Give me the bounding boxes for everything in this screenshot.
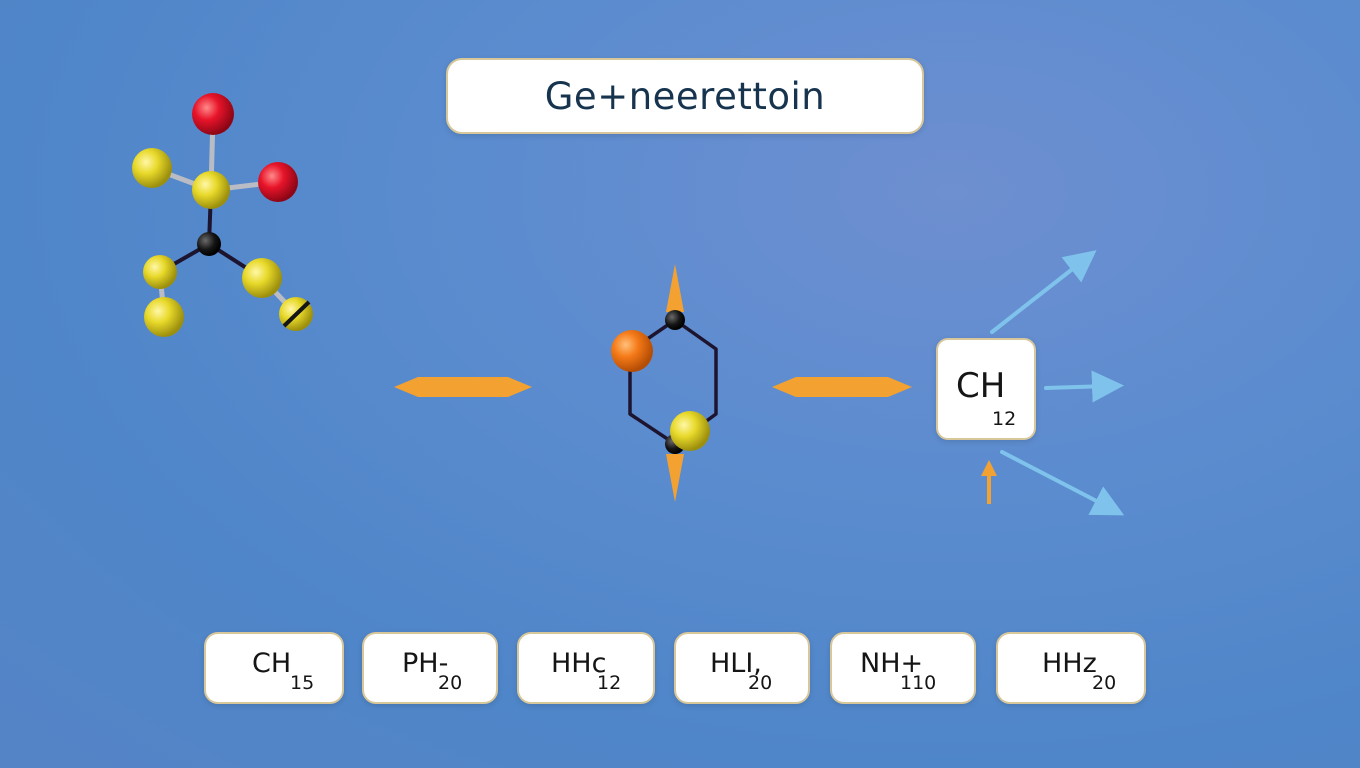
ring-structure [611, 264, 718, 502]
ring-atom-black-top [665, 310, 685, 330]
orange-arrow-up [666, 264, 684, 312]
blue-arrow-down-right [1000, 450, 1125, 516]
main-formula-subscript: 12 [992, 408, 1017, 430]
compound-card: NH+ 110 [830, 632, 976, 704]
compound-subscript: 15 [290, 672, 315, 694]
compound-formula: HLI, [710, 648, 762, 679]
atom-red-right [258, 162, 298, 202]
atom-yellow-center [192, 171, 230, 209]
page-title: Ge+neerettoin [544, 74, 826, 118]
atom-yellow-lower-right [242, 258, 282, 298]
atom-red-top [192, 93, 234, 135]
atom-yellow-bottom-left [144, 297, 184, 337]
compound-card: PH- 20 [362, 632, 498, 704]
orange-double-arrow-left [394, 377, 532, 397]
compound-subscript: 12 [597, 672, 622, 694]
orange-arrow-down [666, 454, 684, 502]
compound-card: HLI, 20 [674, 632, 810, 704]
compound-card: CH 15 [204, 632, 344, 704]
blue-arrow-right [1044, 370, 1124, 403]
blue-arrow-up-right [990, 250, 1097, 334]
compound-formula: CH [252, 648, 292, 679]
compound-subscript: 110 [900, 672, 937, 694]
compound-subscript: 20 [1092, 672, 1117, 694]
title-box: Ge+neerettoin [446, 58, 924, 134]
compound-formula: NH+ [860, 648, 924, 679]
ring-atom-yellow [670, 411, 710, 451]
atom-yellow-striped [279, 297, 313, 331]
blue-output-arrows [990, 250, 1125, 516]
compound-subscript: 20 [748, 672, 773, 694]
compound-formula: HHc [551, 648, 607, 679]
compound-formula: HHz [1042, 648, 1097, 679]
compound-subscript: 20 [438, 672, 463, 694]
compound-cards: CH 15 PH- 20 HHc 12 HLI, 20 NH+ 110 HHz … [0, 632, 1360, 704]
atom-yellow-lower-left [143, 255, 177, 289]
compound-formula: PH- [402, 648, 449, 679]
main-formula-box: CH 12 [936, 338, 1036, 440]
compound-card: HHc 12 [517, 632, 655, 704]
main-formula: CH [956, 366, 1006, 406]
orange-arrow-small-up [981, 460, 997, 504]
ring-atom-orange [611, 330, 653, 372]
atom-black-center [197, 232, 221, 256]
molecule-model [132, 93, 313, 337]
compound-card: HHz 20 [996, 632, 1146, 704]
atom-yellow-left [132, 148, 172, 188]
orange-double-arrow-right [772, 377, 912, 397]
